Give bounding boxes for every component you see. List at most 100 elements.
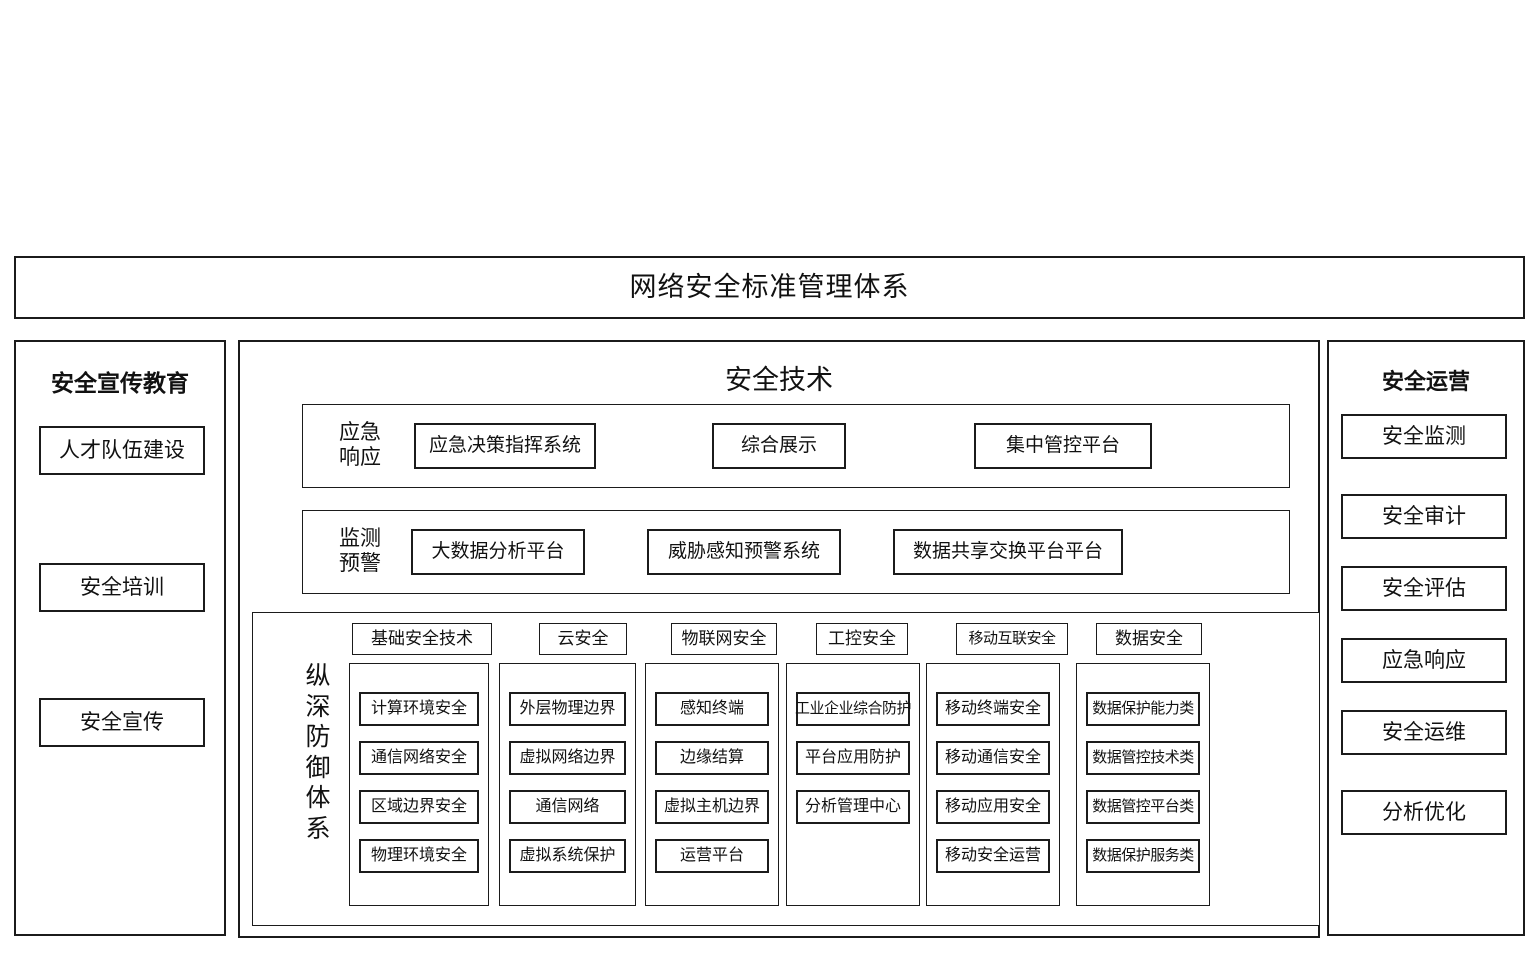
left-panel-item-label: 安全培训 xyxy=(80,575,164,599)
band-item-label: 大数据分析平台 xyxy=(431,541,565,563)
defense-item-label: 感知终端 xyxy=(679,700,744,718)
defense-column-body: 外层物理边界 虚拟网络边界 通信网络 虚拟系统保护 xyxy=(499,663,636,906)
defense-column-header-label: 物联网安全 xyxy=(681,629,767,649)
right-panel-item-label: 安全运维 xyxy=(1382,720,1466,744)
band-item-emergency-command-system[interactable]: 应急决策指挥系统 xyxy=(414,423,596,469)
defense-label-char: 深 xyxy=(305,692,331,721)
defense-item[interactable]: 虚拟网络边界 xyxy=(509,741,626,775)
defense-column-body: 感知终端 边缘结算 虚拟主机边界 运营平台 xyxy=(645,663,779,906)
left-panel-item-label: 人才队伍建设 xyxy=(59,438,185,462)
right-panel-item-operations-maintenance[interactable]: 安全运维 xyxy=(1341,710,1507,755)
defense-item[interactable]: 移动安全运营 xyxy=(936,839,1050,873)
band-item-label: 威胁感知预警系统 xyxy=(667,541,820,563)
defense-column-header-label: 工控安全 xyxy=(828,629,896,649)
defense-label-char: 御 xyxy=(305,753,331,782)
defense-item[interactable]: 数据保护能力类 xyxy=(1086,692,1200,726)
defense-item[interactable]: 数据保护服务类 xyxy=(1086,839,1200,873)
defense-item-label: 数据管控技术类 xyxy=(1092,748,1194,766)
defense-label-char: 防 xyxy=(305,723,331,751)
right-panel-item-label: 安全审计 xyxy=(1382,504,1466,528)
defense-item[interactable]: 移动终端安全 xyxy=(936,692,1050,726)
defense-item-label: 数据保护服务类 xyxy=(1092,846,1194,864)
left-panel-item-training[interactable]: 安全培训 xyxy=(39,563,205,612)
defense-item[interactable]: 虚拟系统保护 xyxy=(509,839,626,873)
left-panel-security-awareness: 安全宣传教育 人才队伍建设 安全培训 安全宣传 xyxy=(14,340,226,936)
defense-in-depth-vertical-label: 纵 深 防 御 体 系 xyxy=(298,661,338,844)
defense-item[interactable]: 计算环境安全 xyxy=(359,692,479,726)
band-item-bigdata-analysis-platform[interactable]: 大数据分析平台 xyxy=(411,529,585,575)
band-item-threat-awareness-warning-system[interactable]: 威胁感知预警系统 xyxy=(647,529,841,575)
defense-column-header[interactable]: 数据安全 xyxy=(1096,623,1202,655)
defense-column-header[interactable]: 云安全 xyxy=(539,623,627,655)
defense-column-header[interactable]: 基础安全技术 xyxy=(352,623,492,655)
defense-column-body: 工业企业综合防护 平台应用防护 分析管理中心 xyxy=(786,663,920,906)
defense-column-header[interactable]: 工控安全 xyxy=(816,623,908,655)
defense-item[interactable]: 数据管控技术类 xyxy=(1086,741,1200,775)
defense-item[interactable]: 平台应用防护 xyxy=(796,741,910,775)
defense-item[interactable]: 分析管理中心 xyxy=(796,790,910,824)
defense-item-label: 移动应用安全 xyxy=(944,798,1041,816)
left-panel-item-label: 安全宣传 xyxy=(80,710,164,734)
defense-item-label: 数据管控平台类 xyxy=(1092,797,1194,815)
right-panel-item-analysis-optimization[interactable]: 分析优化 xyxy=(1341,790,1507,835)
band-item-comprehensive-display[interactable]: 综合展示 xyxy=(712,423,846,469)
defense-item[interactable]: 数据管控平台类 xyxy=(1086,790,1200,824)
defense-item[interactable]: 感知终端 xyxy=(655,692,769,726)
band-item-centralized-control-platform[interactable]: 集中管控平台 xyxy=(974,423,1152,469)
defense-item-label: 计算环境安全 xyxy=(370,700,467,718)
left-panel-item-talent[interactable]: 人才队伍建设 xyxy=(39,426,205,475)
defense-item-label: 移动终端安全 xyxy=(944,700,1041,718)
band-emergency-label: 应急 响应 xyxy=(317,405,403,487)
defense-item[interactable]: 移动通信安全 xyxy=(936,741,1050,775)
defense-label-char: 系 xyxy=(305,814,331,843)
defense-item-label: 运营平台 xyxy=(679,847,744,865)
band-label-line1: 监测 xyxy=(339,527,381,551)
defense-item-label: 虚拟网络边界 xyxy=(519,749,616,767)
defense-item[interactable]: 工业企业综合防护 xyxy=(795,692,912,726)
band-label-line2: 响应 xyxy=(339,446,381,469)
defense-label-char: 纵 xyxy=(305,662,331,690)
defense-item[interactable]: 运营平台 xyxy=(655,839,769,873)
defense-item[interactable]: 边缘结算 xyxy=(655,741,769,775)
defense-item[interactable]: 通信网络 xyxy=(509,790,626,824)
band-item-label: 综合展示 xyxy=(740,435,817,457)
right-panel-item-monitoring[interactable]: 安全监测 xyxy=(1341,414,1507,459)
defense-column-body: 移动终端安全 移动通信安全 移动应用安全 移动安全运营 xyxy=(926,663,1060,906)
band-item-label: 数据共享交换平台平台 xyxy=(912,541,1103,563)
right-panel-item-audit[interactable]: 安全审计 xyxy=(1341,494,1507,539)
diagram-title-box: 网络安全标准管理体系 xyxy=(14,256,1525,319)
defense-column-header-label: 数据安全 xyxy=(1115,629,1183,649)
defense-column-header[interactable]: 移动互联安全 xyxy=(956,623,1068,655)
defense-item-label: 区域边界安全 xyxy=(370,798,467,816)
defense-item[interactable]: 区域边界安全 xyxy=(359,790,479,824)
band-label-line1: 应急 xyxy=(339,421,381,445)
page-title: 网络安全标准管理体系 xyxy=(629,272,910,303)
defense-item[interactable]: 移动应用安全 xyxy=(936,790,1050,824)
left-panel-item-publicity[interactable]: 安全宣传 xyxy=(39,698,205,747)
defense-item-label: 分析管理中心 xyxy=(804,798,901,816)
defense-item-label: 物理环境安全 xyxy=(370,847,467,865)
defense-item-label: 通信网络 xyxy=(535,798,600,816)
defense-item[interactable]: 通信网络安全 xyxy=(359,741,479,775)
defense-item-label: 虚拟主机边界 xyxy=(663,798,760,816)
center-panel-security-technology: 安全技术 应急 响应 应急决策指挥系统 综合展示 集中管控平台 监测 预警 xyxy=(238,340,1320,938)
defense-item-label: 工业企业综合防护 xyxy=(795,699,912,717)
defense-column-header[interactable]: 物联网安全 xyxy=(671,623,777,655)
defense-item[interactable]: 外层物理边界 xyxy=(509,692,626,726)
right-panel-title: 安全运营 xyxy=(1381,369,1470,394)
right-panel-item-label: 安全监测 xyxy=(1382,424,1466,448)
defense-item[interactable]: 物理环境安全 xyxy=(359,839,479,873)
band-item-data-sharing-exchange-platform[interactable]: 数据共享交换平台平台 xyxy=(893,529,1123,575)
band-emergency-response: 应急 响应 应急决策指挥系统 综合展示 集中管控平台 xyxy=(302,404,1290,488)
defense-item-label: 虚拟系统保护 xyxy=(519,847,616,865)
right-panel-item-label: 安全评估 xyxy=(1382,576,1466,600)
defense-column-header-label: 基础安全技术 xyxy=(371,629,473,649)
band-label-line2: 预警 xyxy=(339,552,381,575)
left-panel-title: 安全宣传教育 xyxy=(51,370,189,396)
defense-item[interactable]: 虚拟主机边界 xyxy=(655,790,769,824)
right-panel-item-emergency-response[interactable]: 应急响应 xyxy=(1341,638,1507,683)
defense-in-depth-container: 纵 深 防 御 体 系 基础安全技术 计算环境安全 通信网络安全 xyxy=(252,612,1320,926)
band-monitoring-warning: 监测 预警 大数据分析平台 威胁感知预警系统 数据共享交换平台平台 xyxy=(302,510,1290,594)
right-panel-item-assessment[interactable]: 安全评估 xyxy=(1341,566,1507,611)
